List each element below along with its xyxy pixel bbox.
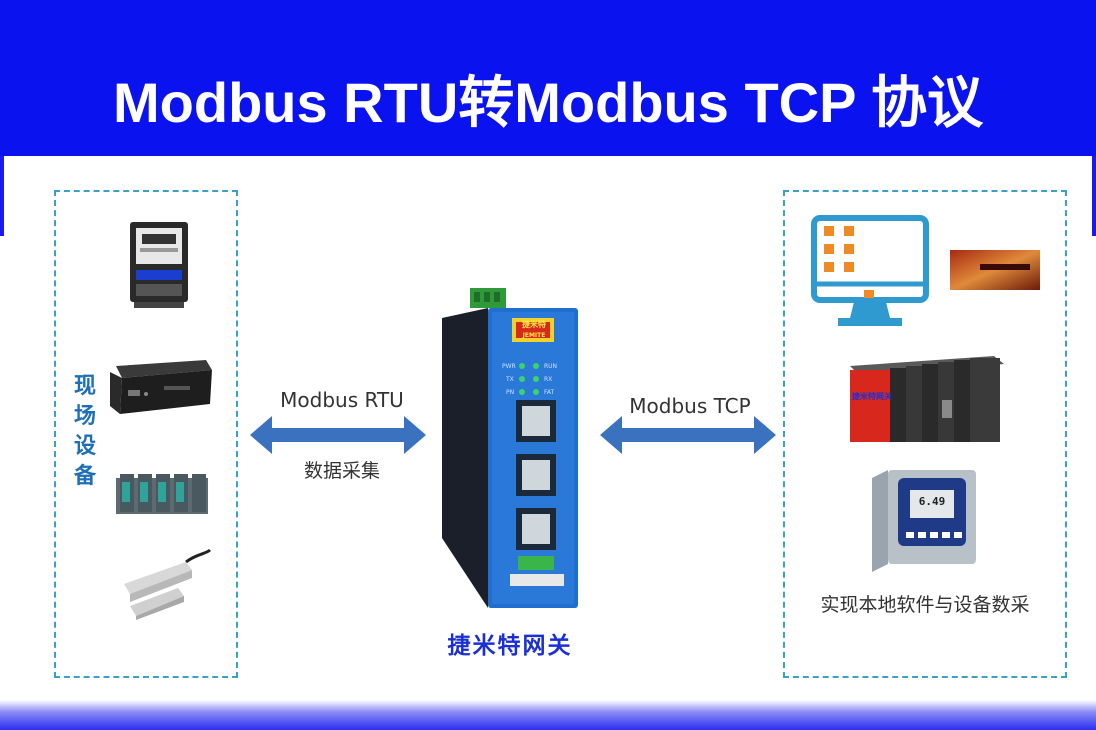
monitor-icon: [811, 215, 929, 326]
data-collection-label: 数据采集: [303, 460, 380, 482]
right-edge-stripe: [1092, 156, 1096, 236]
field-devices-label-text: 现场设备: [73, 374, 96, 489]
software-splash-image: [950, 250, 1040, 290]
gateway-brand-name: 捷米特: [522, 320, 546, 329]
led-label-rx: RX: [544, 376, 553, 383]
plc-rack-tag: 捷米特网关: [852, 392, 892, 401]
title-banner: Modbus RTU转Modbus TCP 协议: [0, 0, 1096, 156]
bottom-gradient-bar: [0, 700, 1096, 730]
led-label-tx: TX: [506, 376, 514, 383]
dvr-device-image: [110, 360, 212, 414]
gateway-caption: 捷米特网关: [447, 633, 573, 659]
led-label-run: RUN: [544, 363, 558, 370]
analyzer-reading: 6.49: [918, 495, 946, 508]
page-title: Modbus RTU转Modbus TCP 协议: [113, 71, 983, 134]
modbus-tcp-label: Modbus TCP: [629, 394, 751, 418]
gateway-device-image: [442, 288, 578, 608]
field-devices-label: 现场设备: [68, 372, 102, 492]
left-edge-stripe: [0, 156, 4, 236]
plc-rack-image: [850, 356, 1004, 442]
electric-meter-image: [130, 222, 188, 308]
led-label-pn: PN: [506, 389, 515, 396]
field-devices-panel: [54, 190, 238, 678]
modbus-rtu-arrow: [250, 416, 426, 454]
local-software-panel: [783, 190, 1067, 678]
analyzer-meter-image: [872, 470, 976, 572]
gateway-brand-sub: JEMITE: [522, 332, 546, 339]
led-label-fat: FAT: [544, 389, 555, 396]
led-label-pwr: PWR: [502, 363, 516, 370]
modbus-tcp-arrow: [600, 416, 776, 454]
modbus-rtu-label: Modbus RTU: [280, 388, 404, 412]
plc-modules-image: [116, 474, 208, 514]
door-sensor-image: [124, 548, 212, 620]
local-software-caption: 实现本地软件与设备数采: [820, 594, 1030, 616]
gateway-brand: 捷米特 JEMITE: [514, 320, 554, 341]
